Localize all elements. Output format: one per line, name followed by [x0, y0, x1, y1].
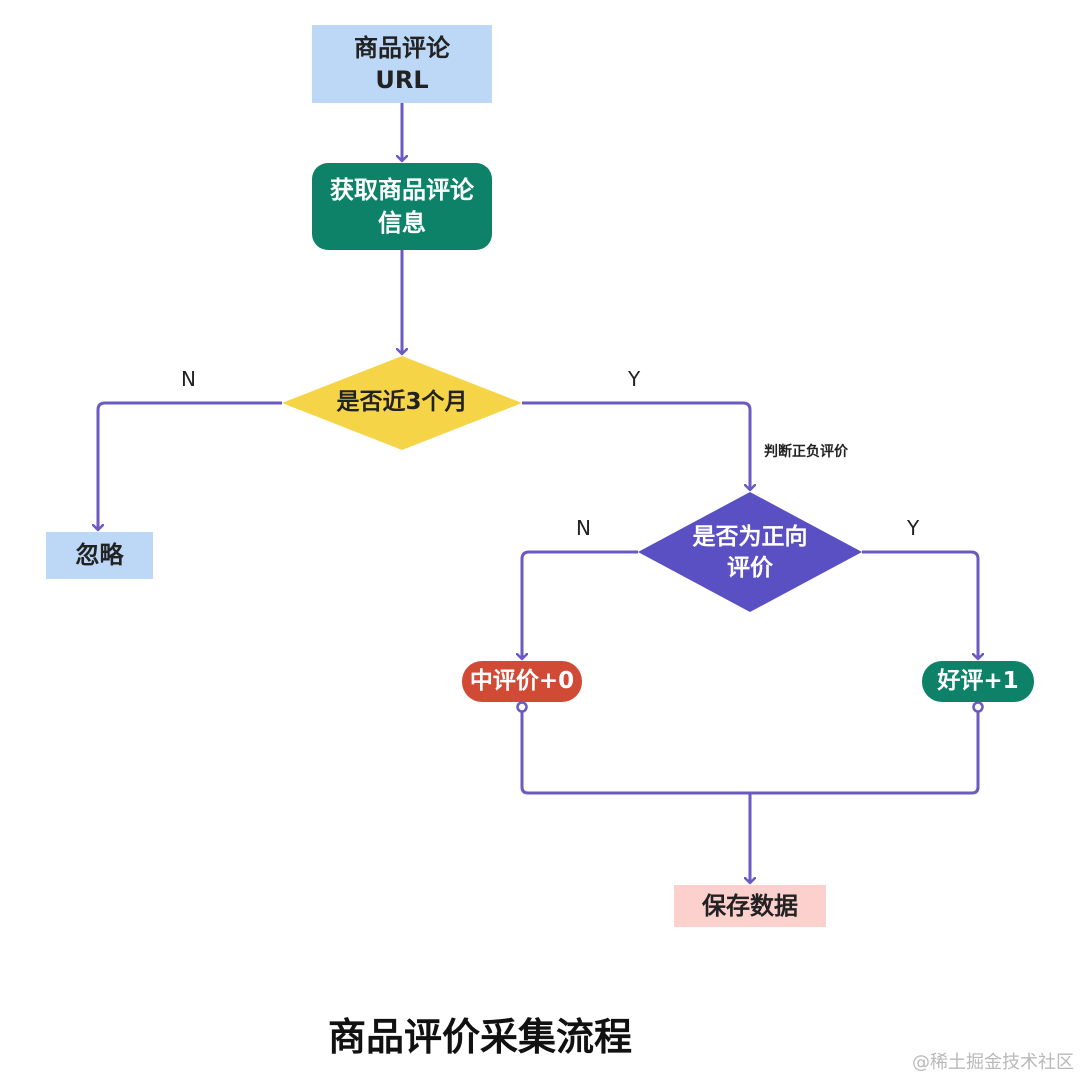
edge-positive-yes-to-good — [862, 550, 978, 659]
terminal-node-save-data: 保存数据 — [674, 885, 826, 927]
edge-label-positive-no: N — [576, 516, 591, 540]
process-node-fetch-reviews: 获取商品评论 信息 — [312, 163, 492, 250]
decision-positive-diamond — [638, 492, 862, 612]
decision-positive-label: 是否为正向 评价 — [660, 515, 840, 591]
watermark: @稀土掘金技术社区 — [912, 1052, 1074, 1073]
process-node-neutral-score: 中评价+0 — [462, 661, 582, 702]
fetch-node-line2: 信息 — [378, 208, 426, 237]
neutral-connector-dot — [516, 701, 528, 713]
edge-positive-no-to-neutral — [522, 550, 638, 659]
edge-decision-no-to-ignore — [98, 401, 282, 530]
diagram-title: 商品评价采集流程 — [327, 1014, 632, 1059]
edge-neutral-to-merge — [520, 712, 750, 795]
edge-decision-yes-to-positive — [522, 401, 750, 490]
edge-label-recent-no: N — [181, 367, 196, 391]
decision-positive-line2: 评价 — [727, 555, 773, 581]
edge-good-to-merge — [750, 712, 980, 795]
start-node-line2: URL — [375, 66, 429, 94]
start-node-review-url: 商品评论 URL — [312, 25, 492, 103]
decision-positive-line1: 是否为正向 — [692, 523, 808, 550]
start-node-line1: 商品评论 — [354, 33, 450, 62]
edge-label-positive-yes: Y — [907, 516, 920, 540]
decision-recent-label: 是否近3个月 — [336, 389, 468, 416]
process-node-good-score: 好评+1 — [922, 661, 1034, 702]
edge-label-judge: 判断正负评价 — [764, 444, 848, 460]
edge-label-recent-yes: Y — [628, 367, 641, 391]
good-connector-dot — [972, 701, 984, 713]
decision-recent-diamond — [282, 356, 522, 450]
fetch-node-line1: 获取商品评论 — [330, 176, 474, 205]
terminal-node-ignore: 忽略 — [46, 532, 153, 579]
